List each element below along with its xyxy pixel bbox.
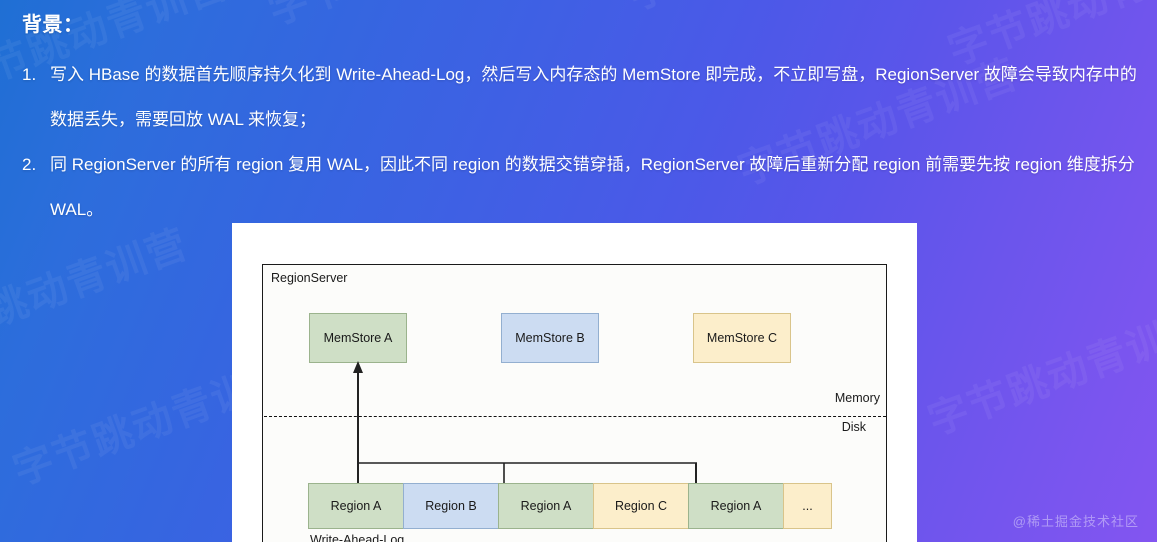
regionserver-container: RegionServer MemStore A MemStore B MemSt…: [262, 264, 887, 542]
list-item-text: 同 RegionServer 的所有 region 复用 WAL，因此不同 re…: [50, 155, 1135, 219]
wal-cell-label: ...: [802, 499, 813, 513]
wal-cell-label: Region B: [425, 499, 477, 513]
list-item-text: 写入 HBase 的数据首先顺序持久化到 Write-Ahead-Log，然后写…: [50, 65, 1137, 129]
watermark-text: 字节跳动青训营: [922, 301, 1157, 444]
memory-disk-divider: [264, 416, 886, 417]
write-ahead-log-label: Write-Ahead-Log: [310, 533, 405, 542]
wal-cell: Region A: [498, 483, 594, 529]
wal-cell-label: Region A: [330, 499, 382, 513]
watermark-text: 字节跳动青训营: [0, 221, 195, 364]
memstore-c-box: MemStore C: [693, 313, 791, 363]
list-item-number: 1.: [22, 65, 37, 84]
list-item-number: 2.: [22, 155, 37, 174]
memory-tier-label: Memory: [834, 391, 880, 405]
wal-cell: Region C: [593, 483, 689, 529]
wal-cell-label: Region A: [520, 499, 572, 513]
list-item: 1. 写入 HBase 的数据首先顺序持久化到 Write-Ahead-Log，…: [22, 52, 1142, 142]
background-points-list: 1. 写入 HBase 的数据首先顺序持久化到 Write-Ahead-Log，…: [22, 52, 1142, 232]
wal-cell: ...: [783, 483, 832, 529]
memstore-b-label: MemStore B: [515, 331, 585, 345]
memstore-a-box: MemStore A: [309, 313, 407, 363]
disk-tier-label: Disk: [841, 420, 866, 434]
memstore-a-label: MemStore A: [323, 331, 393, 345]
list-item: 2. 同 RegionServer 的所有 region 复用 WAL，因此不同…: [22, 142, 1142, 232]
figure-panel: RegionServer MemStore A MemStore B MemSt…: [232, 223, 917, 542]
regionserver-label: RegionServer: [271, 271, 348, 285]
write-ahead-log-row: Region A Region B Region A Region C Regi…: [308, 483, 832, 529]
watermark-text: 字节跳动青训营: [619, 0, 915, 22]
memstore-b-box: MemStore B: [501, 313, 599, 363]
wal-cell: Region A: [688, 483, 784, 529]
memstore-c-label: MemStore C: [706, 331, 778, 345]
watermark-text: 字节跳动青训营: [259, 0, 555, 37]
page-title: 背景：: [22, 14, 84, 36]
wal-cell-label: Region C: [614, 499, 668, 513]
corner-watermark: @稀土掘金技术社区: [1012, 514, 1139, 529]
wal-cell: Region B: [403, 483, 499, 529]
wal-cell: Region A: [308, 483, 404, 529]
wal-cell-label: Region A: [710, 499, 762, 513]
